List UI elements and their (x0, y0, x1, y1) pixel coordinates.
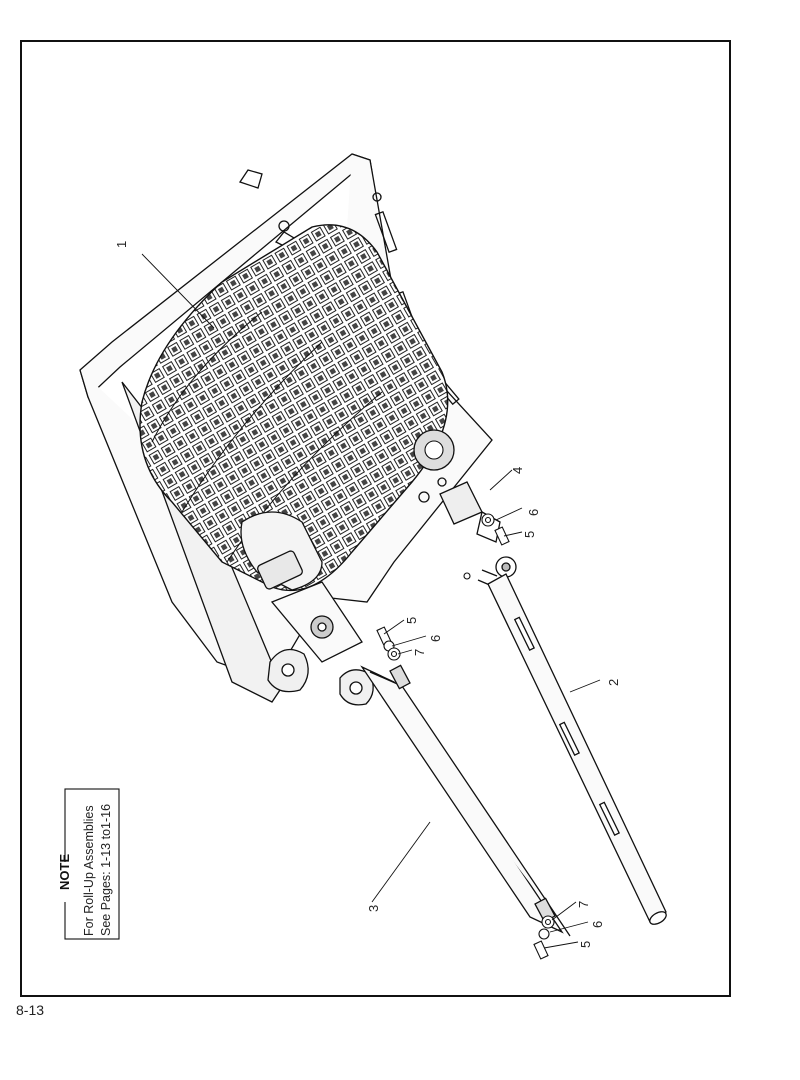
note-line-1: For Roll-Up Assemblies (82, 805, 96, 936)
callout-2: 2 (606, 679, 621, 686)
note-line-2: See Pages: 1-13 to1-16 (99, 804, 113, 936)
note-box: NOTE For Roll-Up Assemblies See Pages: 1… (56, 788, 120, 940)
callout-5c: 5 (578, 941, 593, 948)
bearing-assembly (240, 481, 517, 706)
callout-7a: 7 (412, 649, 427, 656)
fasteners (376, 513, 555, 960)
note-title: NOTE (57, 854, 72, 890)
leader-lines (141, 253, 601, 949)
callout-3: 3 (366, 905, 381, 912)
exploded-parts-diagram: 1 4 6 5 5 6 7 2 3 7 6 5 NOTE For Roll-Up… (56, 153, 667, 960)
callout-5a: 5 (522, 531, 537, 538)
callout-labels: 1 4 6 5 5 6 7 2 3 7 6 5 (114, 241, 621, 948)
callout-1: 1 (114, 241, 129, 248)
channel-bar (360, 664, 571, 937)
callout-6b: 6 (428, 635, 443, 642)
callout-5b: 5 (404, 617, 419, 624)
shaft (487, 573, 667, 925)
callout-6c: 6 (590, 921, 605, 928)
page-number: 8-13 (16, 1002, 45, 1018)
callout-4: 4 (510, 467, 525, 474)
callout-6a: 6 (526, 509, 541, 516)
callout-7b: 7 (576, 901, 591, 908)
drawing-frame: 1 4 6 5 5 6 7 2 3 7 6 5 NOTE For Roll-Up… (20, 40, 731, 997)
